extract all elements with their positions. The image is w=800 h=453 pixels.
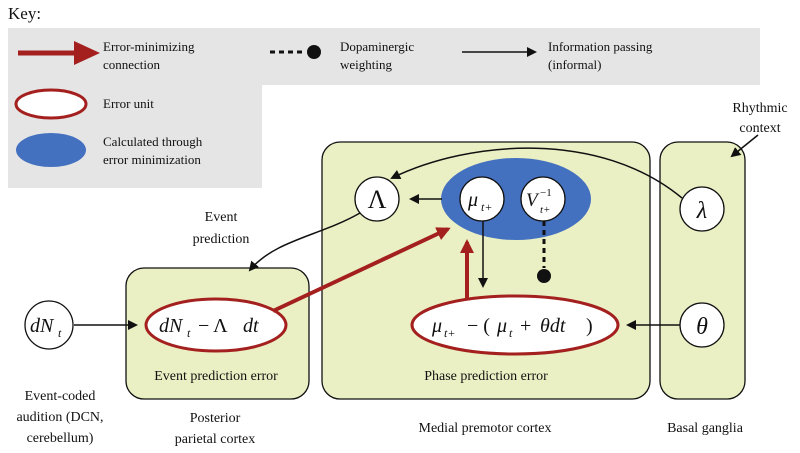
basal-ganglia-box <box>659 141 746 400</box>
key-dopamine-dot-icon <box>307 45 321 59</box>
phase-prediction-error-unit <box>410 294 620 356</box>
event-prediction-error-unit <box>144 297 288 353</box>
phase-mu2: μ <box>496 315 507 337</box>
rhythmic-context-arrow <box>730 134 759 158</box>
event-coded-line3: cerebellum) <box>27 431 94 446</box>
theta-label: θ <box>696 314 708 340</box>
key-error-arrowhead-icon <box>74 41 100 65</box>
V-sub: t+ <box>540 204 550 216</box>
phase-thetadt: θdt <box>540 315 566 337</box>
dopamine-dot <box>537 269 551 283</box>
mu-node <box>459 176 505 222</box>
rhythmic-context-line2: context <box>739 121 780 136</box>
event-coded-line1: Event-coded <box>25 389 96 404</box>
key-panel <box>8 28 760 188</box>
key-error-minimizing-line1: Error-minimizing <box>103 39 195 54</box>
phase-end: ) <box>586 315 593 337</box>
lambda-cap-label: Λ <box>368 185 387 214</box>
phase-plus: + <box>515 315 536 337</box>
key-error-unit-label: Error unit <box>103 96 154 111</box>
phase-prediction-error-label: Phase prediction error <box>424 369 548 384</box>
lambda-small-to-lambda-cap-arrow <box>390 147 683 199</box>
phase-mu-sub: t+ <box>444 326 455 340</box>
lambda-small-node <box>679 186 725 232</box>
event-prediction-line2: prediction <box>193 232 250 247</box>
key-calculated-line2: error minimization <box>103 152 201 167</box>
key-info-line2: (informal) <box>548 57 601 72</box>
event-error-dN-sub: t <box>187 326 191 340</box>
event-error-minus-lambda: − Λ <box>193 315 228 337</box>
posterior-parietal-line1: Posterior <box>190 411 241 426</box>
event-error-dN: dN <box>159 315 184 337</box>
key-dopaminergic-line1: Dopaminergic <box>340 39 414 54</box>
mu-label: μ <box>467 189 478 211</box>
phase-mu: μ <box>431 315 442 337</box>
lambda-cap-to-event-error-arrow <box>248 212 361 272</box>
lambda-cap-node <box>354 176 400 222</box>
phase-mid: − ( <box>462 315 490 337</box>
key-error-unit-icon <box>14 88 88 120</box>
key-calculated-line1: Calculated through <box>103 134 203 149</box>
dNt-sub: t <box>58 326 62 340</box>
basal-ganglia-label: Basal ganglia <box>667 421 744 436</box>
posterior-parietal-line2: parietal cortex <box>175 432 255 447</box>
key-error-minimizing-line2: connection <box>103 57 161 72</box>
V-sup: −1 <box>540 187 552 199</box>
key-title: Key: <box>8 4 41 23</box>
rhythmic-context-line1: Rhythmic <box>732 101 787 116</box>
dNt-label: dN <box>30 315 55 337</box>
event-coded-line2: audition (DCN, <box>16 410 103 425</box>
medial-premotor-label: Medial premotor cortex <box>419 421 552 436</box>
event-error-to-mu-arrow <box>272 227 451 313</box>
V-label: V <box>526 190 540 211</box>
lambda-small-label: λ <box>696 198 707 224</box>
dNt-node <box>24 300 74 350</box>
event-error-dt: dt <box>243 315 259 337</box>
event-prediction-error-label: Event prediction error <box>154 369 278 384</box>
event-prediction-line1: Event <box>205 210 238 225</box>
key-info-line1: Information passing <box>548 39 653 54</box>
key-dopaminergic-line2: weighting <box>340 57 392 72</box>
phase-mu2-sub: t <box>509 326 513 340</box>
mu-sub: t+ <box>481 200 492 214</box>
key-calculated-icon <box>16 133 86 167</box>
